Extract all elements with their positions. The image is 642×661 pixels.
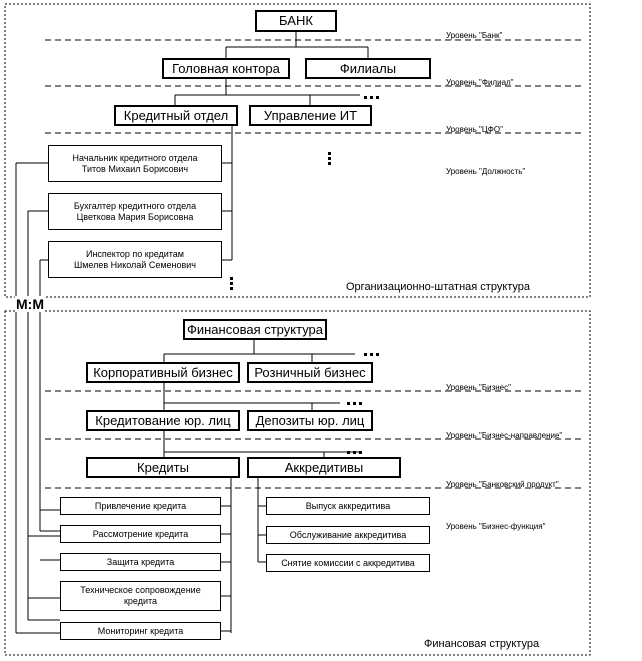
letters-node: Аккредитивы — [247, 457, 401, 478]
position-person: Цветкова Мария Борисовна — [76, 211, 194, 222]
mm-links — [15, 162, 60, 634]
credit-function-node: Привлечение кредита — [60, 497, 221, 515]
head-office-node: Головная контора — [162, 58, 290, 79]
mm-label: М:М — [15, 296, 45, 312]
position-node: Инспектор по кредитам Шмелев Николай Сем… — [48, 241, 222, 278]
corporate-node: Корпоративный бизнес — [86, 362, 240, 383]
level-dividers — [45, 39, 585, 489]
retail-node: Розничный бизнес — [247, 362, 373, 383]
ellipsis-dots — [230, 96, 379, 454]
level-label-cfo: Уровень "ЦФО" — [446, 125, 503, 134]
legal-lending-node: Кредитование юр. лиц — [86, 410, 240, 431]
bank-node: БАНК — [255, 10, 337, 32]
level-label-function: Уровень "Бизнес-функция" — [446, 522, 546, 531]
credit-function-node: Защита кредита — [60, 553, 221, 571]
fin-panel-border — [4, 310, 591, 656]
level-label-product: Уровень "Банковский продукт" — [446, 480, 559, 489]
credit-function-node: Мониторинг кредита — [60, 622, 221, 640]
it-dept-node: Управление ИТ — [249, 105, 372, 126]
level-label-branch: Уровень "Филиал" — [446, 78, 514, 87]
fin-caption: Финансовая структура — [424, 638, 540, 650]
letter-function-node: Обслуживание аккредитива — [266, 526, 430, 544]
position-title: Бухгалтер кредитного отдела — [73, 200, 197, 211]
position-node: Бухгалтер кредитного отдела Цветкова Мар… — [48, 193, 222, 230]
org-connectors — [174, 31, 369, 261]
credit-function-node: Рассмотрение кредита — [60, 525, 221, 543]
credit-function-node: Техническое сопровождение кредита — [60, 581, 221, 611]
letter-function-node: Снятие комиссии с аккредитива — [266, 554, 430, 572]
position-title: Инспектор по кредитам — [85, 248, 184, 259]
fin-connectors — [163, 340, 360, 633]
level-label-bank: Уровень "Банк" — [446, 31, 503, 40]
position-person: Шмелев Николай Семенович — [73, 259, 196, 270]
position-title: Начальник кредитного отдела — [72, 152, 198, 163]
level-label-business: Уровень "Бизнес" — [446, 383, 511, 392]
fin-root-node: Финансовая структура — [183, 319, 327, 340]
position-node: Начальник кредитного отдела Титов Михаил… — [48, 145, 222, 182]
credits-node: Кредиты — [86, 457, 240, 478]
legal-deposits-node: Депозиты юр. лиц — [247, 410, 373, 431]
level-label-direction: Уровень "Бизнес-направление" — [446, 431, 563, 440]
org-panel-border — [4, 3, 591, 298]
credit-dept-node: Кредитный отдел — [114, 105, 238, 126]
letter-function-node: Выпуск аккредитива — [266, 497, 430, 515]
branches-node: Филиалы — [305, 58, 431, 79]
position-person: Титов Михаил Борисович — [81, 163, 189, 174]
org-caption: Организационно-штатная структура — [346, 281, 531, 293]
level-label-position: Уровень "Должность" — [446, 167, 526, 176]
